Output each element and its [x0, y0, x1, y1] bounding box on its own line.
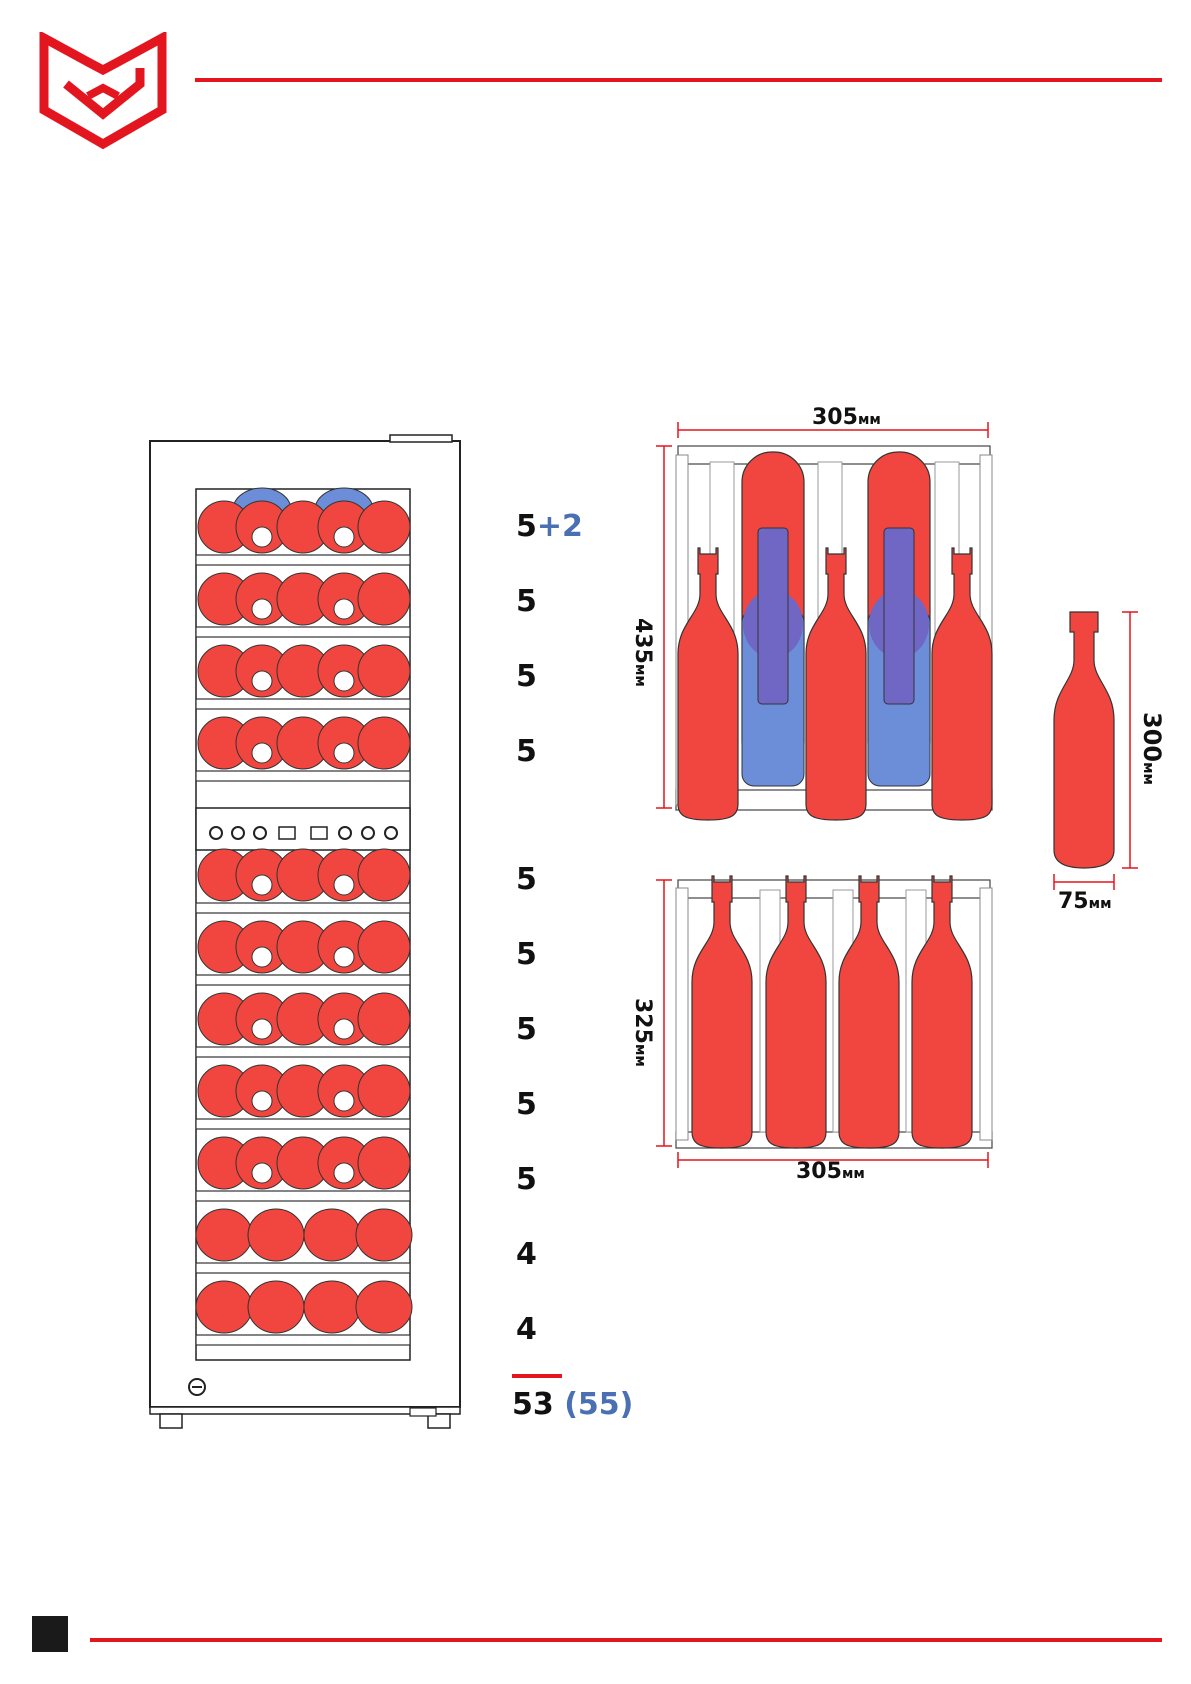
total-divider	[512, 1374, 562, 1378]
bottle-neck	[251, 1018, 273, 1040]
bottle-neck	[333, 670, 355, 692]
shelf-bottle	[247, 1280, 305, 1334]
shelf-rail	[195, 1262, 411, 1274]
bottle-neck	[333, 598, 355, 620]
dim-top-depth: 435мм	[630, 618, 655, 687]
shelf-bottle	[357, 920, 411, 974]
shelf-bottle	[303, 1280, 361, 1334]
shelf-count: 5	[516, 659, 537, 694]
shelf-bottle	[355, 1280, 413, 1334]
shelves	[195, 500, 413, 1346]
shelf-count: 5	[516, 937, 537, 972]
up-icon	[338, 826, 352, 840]
bottle-neck	[333, 526, 355, 548]
shelf-bottle	[247, 1208, 305, 1262]
header-divider	[195, 78, 1162, 82]
shelf-rail	[195, 1190, 411, 1202]
shelf-rail	[195, 974, 411, 986]
shelf-rail	[195, 1046, 411, 1058]
dim-top-width: 305мм	[812, 405, 881, 430]
bottle-neck	[251, 1162, 273, 1184]
shelf-bottle	[357, 644, 411, 698]
shelf-view-top	[675, 445, 993, 821]
footer-divider	[90, 1638, 1162, 1642]
shelf-bottle	[357, 1136, 411, 1190]
shelf-bottle	[357, 848, 411, 902]
page-marker	[32, 1616, 68, 1652]
power-icon	[384, 826, 398, 840]
shelf-bottle	[355, 1208, 413, 1262]
dim-bottom-depth: 325мм	[630, 998, 655, 1067]
shelf-count: 5	[516, 1012, 537, 1047]
dim-bottom-width: 305мм	[796, 1159, 865, 1184]
shelf-bottle	[195, 1208, 253, 1262]
bottle-neck	[251, 742, 273, 764]
display-icon	[278, 826, 296, 840]
bottle-neck	[251, 874, 273, 896]
control-panel	[195, 807, 411, 851]
shelf-rail	[195, 626, 411, 638]
bottle-neck	[333, 1090, 355, 1112]
single-bottle	[1053, 611, 1115, 869]
shelf-rail	[195, 1118, 411, 1130]
up-icon	[231, 826, 245, 840]
dim-bottle-height: 300мм	[1138, 712, 1166, 785]
shelf-count: 5	[516, 584, 537, 619]
total-count: 53 (55)	[512, 1387, 634, 1422]
shelf-count: 5	[516, 734, 537, 769]
shelf-count: 4	[516, 1237, 537, 1272]
shelf-rail	[195, 1334, 411, 1346]
bottle-neck	[251, 670, 273, 692]
bottle-neck	[251, 946, 273, 968]
dimension-lines	[656, 422, 1138, 1168]
shelf-rail	[195, 902, 411, 914]
bottle-neck	[333, 946, 355, 968]
bottle-neck	[251, 598, 273, 620]
bottle-neck	[333, 1162, 355, 1184]
shelf-count: 4	[516, 1312, 537, 1347]
bottle-neck	[333, 1018, 355, 1040]
shelf-bottle	[303, 1208, 361, 1262]
shelf-rail	[195, 770, 411, 782]
bottle-neck	[251, 1090, 273, 1112]
bottle-neck	[251, 526, 273, 548]
dim-bottle-diameter: 75мм	[1058, 889, 1112, 914]
shelf-bottle	[357, 992, 411, 1046]
shelf-count: 5+2	[516, 509, 583, 544]
shelf-rail	[195, 698, 411, 710]
down-icon	[361, 826, 375, 840]
bottle-neck	[333, 742, 355, 764]
shelf-bottle	[357, 716, 411, 770]
display-icon	[310, 826, 328, 840]
shelf-bottle	[357, 500, 411, 554]
shelf-count: 5	[516, 862, 537, 897]
settings-icon	[209, 826, 223, 840]
shelf-count: 5	[516, 1162, 537, 1197]
logo-icon	[39, 32, 167, 150]
shelf-count: 5	[516, 1087, 537, 1122]
down-icon	[253, 826, 267, 840]
shelf-view-bottom	[675, 875, 993, 1149]
shelf-bottle	[195, 1280, 253, 1334]
shelf-rail	[195, 554, 411, 566]
shelf-bottle	[357, 1064, 411, 1118]
bottle-neck	[333, 874, 355, 896]
shelf-bottle	[357, 572, 411, 626]
